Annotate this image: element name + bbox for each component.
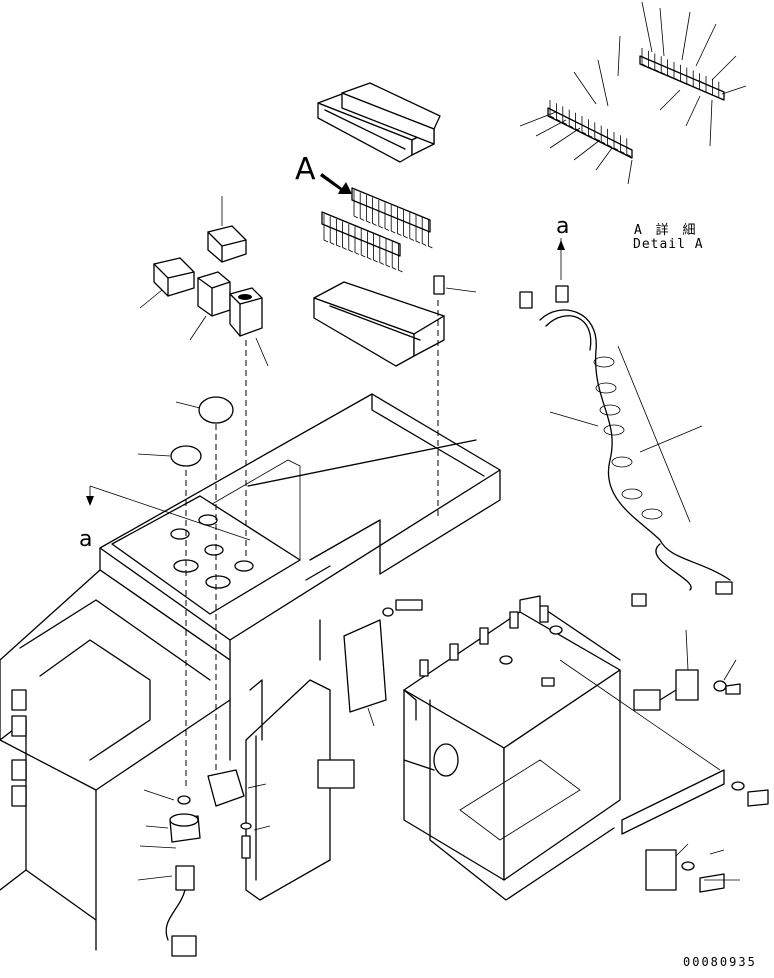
side-bracket-parts [559, 629, 769, 893]
controller-box [403, 595, 621, 901]
detail-a-view [519, 1, 747, 185]
controller-unit [313, 275, 477, 367]
section-a-label-left: a [79, 527, 93, 552]
view-arrow-icon [320, 173, 352, 194]
figure-code: 00080935 [683, 955, 757, 969]
detail-caption-english: Detail A [633, 237, 704, 252]
section-a-label-top: a [556, 214, 570, 239]
console-frame [0, 393, 501, 951]
detail-caption-japanese: A 詳 細 [634, 223, 699, 238]
hardware-parts [86, 300, 439, 957]
wiring-harness [519, 238, 733, 607]
switch-parts [137, 196, 269, 467]
relay-connector-strips [321, 187, 433, 273]
channel-cover-parts [317, 82, 441, 163]
view-a-label: A [295, 152, 316, 187]
